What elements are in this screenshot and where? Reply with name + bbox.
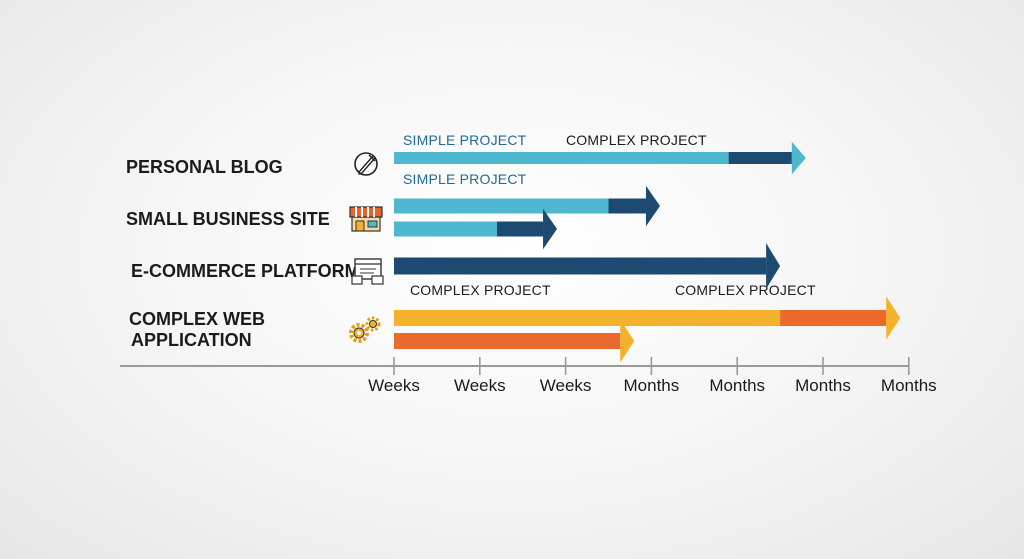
browser-cart-icon	[351, 258, 384, 285]
storefront-icon	[349, 206, 383, 232]
bar-segment	[394, 333, 621, 349]
category-label-personal-blog: PERSONAL BLOG	[126, 157, 283, 177]
pen-icon	[354, 152, 378, 176]
bar-arrowhead	[766, 243, 781, 289]
bar-segment-extension	[728, 152, 792, 164]
bar-segment-extension	[780, 310, 887, 326]
x-tick-label: Weeks	[454, 376, 506, 395]
bar-arrowhead	[791, 141, 806, 175]
bar-segment-primary	[394, 198, 609, 214]
bars-group	[394, 141, 901, 363]
category-label-complex-web-line1: COMPLEX WEB	[129, 309, 265, 329]
bar-segment-extension	[608, 198, 646, 214]
category-label-small-business-site: SMALL BUSINESS SITE	[126, 209, 330, 229]
bar-segment-primary	[394, 310, 781, 326]
bar-segment	[394, 257, 767, 275]
x-tick-label: Months	[624, 376, 680, 395]
bar-label-complex-project-3: COMPLEX PROJECT	[675, 282, 816, 298]
category-label-complex-web-line2: APPLICATION	[131, 330, 252, 350]
category-label-complex-web-application: COMPLEX WEB APPLICATION	[129, 309, 270, 350]
bar-arrowhead	[620, 319, 635, 363]
bar-label-complex-project-1: COMPLEX PROJECT	[566, 132, 707, 148]
gears-icon	[349, 316, 381, 343]
category-label-ecommerce-platform: E-COMMERCE PLATFORM	[131, 261, 360, 281]
x-tick-label: Months	[795, 376, 851, 395]
bar-arrowhead	[886, 296, 901, 340]
bar-segment-primary	[394, 152, 729, 164]
bar-arrowhead	[645, 185, 660, 227]
x-tick-label: Weeks	[540, 376, 592, 395]
bar-segment-extension	[496, 221, 544, 237]
bar-segment-primary	[394, 221, 497, 237]
x-axis-ticks: Weeks Weeks Weeks Months Months Months Months	[368, 357, 937, 395]
bar-label-simple-project-1: SIMPLE PROJECT	[403, 132, 527, 148]
bar-arrowhead	[543, 208, 558, 250]
x-tick-label: Weeks	[368, 376, 420, 395]
x-tick-label: Months	[709, 376, 765, 395]
x-tick-label: Months	[881, 376, 937, 395]
bar-label-simple-project-2: SIMPLE PROJECT	[403, 171, 527, 187]
bar-label-complex-project-2: COMPLEX PROJECT	[410, 282, 551, 298]
